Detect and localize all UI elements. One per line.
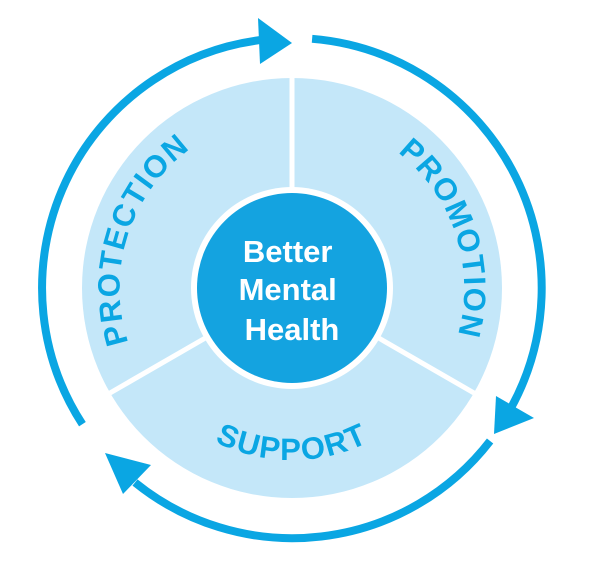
arrow-heads <box>105 18 534 494</box>
cycle-arrows <box>38 34 546 543</box>
arrow-arc-bottom <box>132 438 494 543</box>
segment-dividers <box>108 78 476 396</box>
arrow-head-top-icon <box>258 18 292 64</box>
center-line-3: Health <box>245 312 340 347</box>
arrow-arc-left <box>38 35 264 427</box>
divider-left <box>108 330 216 396</box>
center-text: Better Mental Health <box>239 234 346 347</box>
center-line-1: Better <box>243 234 333 269</box>
center-circle <box>197 193 387 383</box>
arrow-head-right-icon <box>494 396 534 434</box>
arrow-arc-right <box>311 34 546 410</box>
divider-right <box>368 330 476 396</box>
arrow-head-bottom-left-icon <box>105 453 151 494</box>
center-line-2: Mental <box>239 272 337 307</box>
